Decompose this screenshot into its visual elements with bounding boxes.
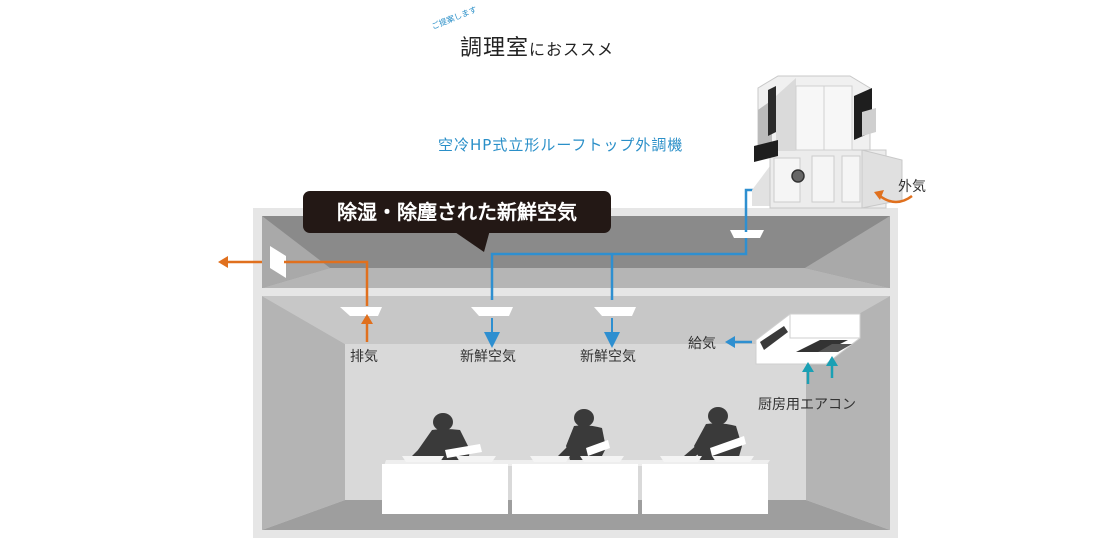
- exhaust-label: 排気: [350, 349, 378, 365]
- page-title: ご提案します 調理室におススメ: [426, 5, 666, 62]
- kitchen-counters: [382, 456, 770, 514]
- kitchen-workers: [410, 407, 746, 462]
- title-heading: 調理室におススメ: [460, 30, 614, 62]
- worker-3: [684, 407, 746, 460]
- title-suffix: におススメ: [529, 40, 615, 59]
- counter-1: [382, 464, 508, 514]
- outside-air-label: 外気: [898, 179, 926, 195]
- fresh-air-callout: 除湿・除塵された新鮮空気: [303, 191, 611, 233]
- counter-2: [512, 464, 638, 514]
- fresh-air-label-2: 新鮮空気: [580, 349, 636, 365]
- title-room: 調理室: [460, 36, 530, 61]
- rooftop-unit-label: 空冷HP式立形ルーフトップ外調機: [438, 136, 684, 154]
- exhaust-duct: [218, 256, 373, 342]
- callout-pointer: [452, 230, 490, 252]
- kitchen-ac-label: 厨房用エアコン: [758, 397, 856, 413]
- worker-2: [556, 409, 610, 462]
- attic-supply-vent: [730, 230, 764, 238]
- exhaust-outlet: [270, 246, 286, 278]
- kitchen-air-conditioner: [725, 313, 861, 384]
- supply-air-label: 給気: [688, 336, 716, 352]
- ceiling-vents: [270, 230, 764, 316]
- worker-1: [410, 413, 482, 462]
- fresh-air-label-1: 新鮮空気: [460, 349, 516, 365]
- rooftop-unit: [752, 75, 913, 209]
- counter-3: [642, 464, 768, 514]
